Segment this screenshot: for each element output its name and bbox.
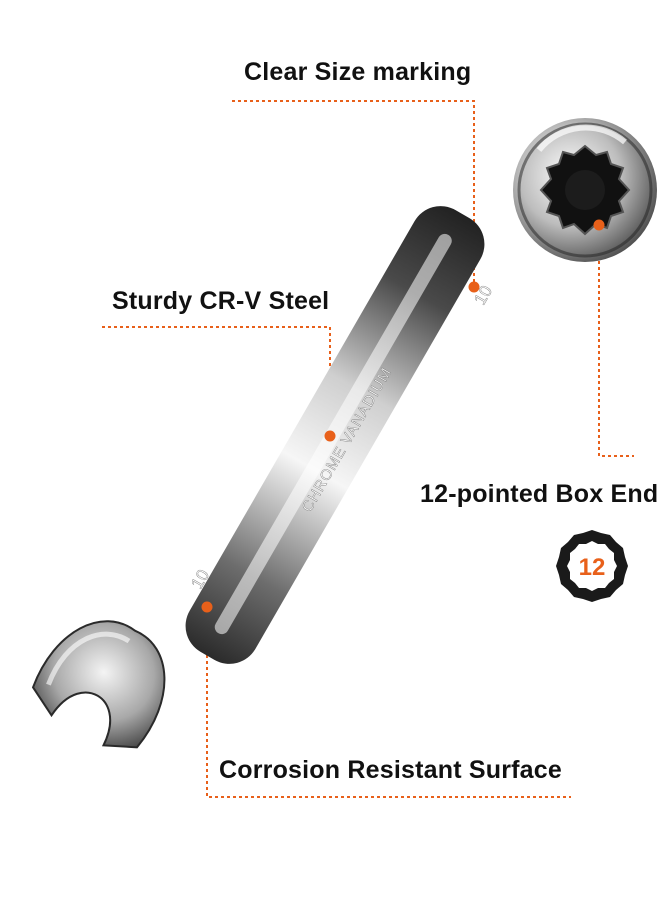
- combination-wrench: CHROME VANADIUM 10 10: [31, 118, 657, 749]
- callout-size-marking: Clear Size marking: [244, 58, 472, 86]
- callout-dots: [201, 219, 605, 613]
- callout-surface: Corrosion Resistant Surface: [219, 756, 562, 784]
- twelve-point-badge-icon: 12: [556, 530, 628, 602]
- line-steel: [102, 326, 331, 436]
- line-surface: [206, 607, 571, 798]
- badge-number: 12: [579, 554, 606, 581]
- box-end-head: [513, 118, 657, 262]
- open-end-head: [31, 620, 166, 749]
- dot-size-marking: [468, 281, 480, 293]
- dot-box-end: [593, 219, 605, 231]
- callout-box-end: 12-pointed Box End: [420, 480, 659, 508]
- dot-surface: [201, 601, 213, 613]
- callout-steel: Sturdy CR-V Steel: [112, 287, 330, 315]
- dot-steel: [324, 430, 336, 442]
- line-box-end: [598, 225, 634, 457]
